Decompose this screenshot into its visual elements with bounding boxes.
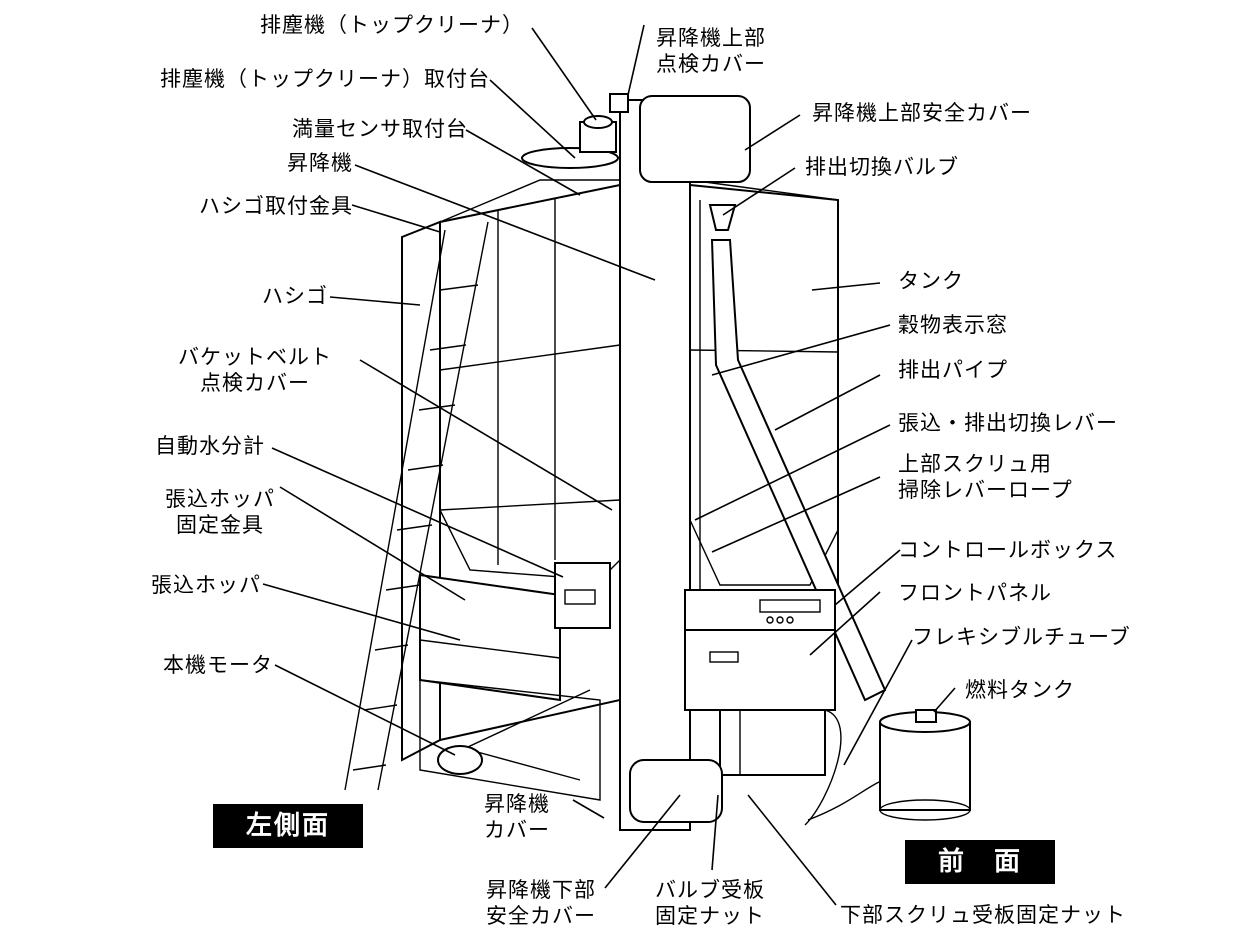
top-cleaner-shape — [521, 115, 619, 169]
label-flexible-tube: フレキシブルチューブ — [912, 625, 1131, 649]
tag-front: 前 面 — [905, 840, 1055, 884]
label-front-panel: フロントパネル — [898, 581, 1052, 605]
tag-left-side: 左側面 — [213, 804, 363, 848]
label-elevator-cover: 昇降機 カバー — [484, 791, 550, 843]
label-tank: タンク — [898, 269, 964, 293]
control-box-shape — [684, 589, 836, 631]
label-hopper-bracket-line1: 張込ホッパ — [165, 487, 275, 511]
label-hopper-bracket: 張込ホッパ 固定金具 — [140, 486, 300, 538]
label-main-motor: 本機モータ — [163, 653, 273, 677]
label-elevator-bottom-cover-line1: 昇降機下部 — [486, 878, 596, 902]
label-elevator-cover-line1: 昇降機 — [484, 792, 550, 816]
label-discharge-pipe: 排出パイプ — [898, 358, 1008, 382]
label-fuel-tank: 燃料タンク — [965, 678, 1075, 702]
label-elevator-cover-line2: カバー — [484, 818, 550, 842]
label-hopper: 張込ホッパ — [151, 573, 261, 597]
label-bucket-belt-cover-line2: 点検カバー — [200, 371, 310, 395]
elevator-column — [609, 93, 691, 831]
front-panel-shape — [684, 629, 836, 711]
label-control-box: コントロールボックス — [898, 538, 1118, 562]
label-lever: 張込・排出切換レバー — [898, 411, 1118, 435]
label-elevator-top-cover: 昇降機上部 点検カバー — [656, 25, 766, 77]
label-elevator-bottom-cover-line2: 安全カバー — [486, 904, 596, 928]
elevator-top-safety-cover-shape — [639, 95, 751, 183]
label-bucket-belt-cover: バケットベルト 点検カバー — [140, 344, 370, 396]
label-full-sensor-mount: 満量センサ取付台 — [292, 117, 468, 141]
label-top-cleaner-mount: 排塵機（トップクリーナ）取付台 — [160, 67, 490, 91]
label-screw-rope-line1: 上部スクリュ用 — [898, 452, 1052, 476]
burner-unit — [719, 709, 826, 776]
label-elevator: 昇降機 — [287, 151, 353, 175]
label-valve-nut-line2: 固定ナット — [655, 904, 765, 928]
moisture-meter-shape — [554, 562, 611, 629]
label-bucket-belt-cover-line1: バケットベルト — [178, 345, 332, 369]
label-elevator-top-safety-cover: 昇降機上部安全カバー — [812, 101, 1032, 125]
leader-lines — [262, 24, 956, 906]
ladder-shape — [344, 221, 489, 791]
label-moisture-meter: 自動水分計 — [155, 434, 265, 458]
label-screw-rope-line2: 掃除レバーロープ — [898, 478, 1073, 502]
label-screw-rope: 上部スクリュ用 掃除レバーロープ — [898, 451, 1073, 503]
label-hopper-bracket-line2: 固定金具 — [176, 513, 264, 537]
label-ladder-bracket: ハシゴ取付金具 — [199, 194, 353, 218]
label-ladder: ハシゴ — [262, 284, 328, 308]
label-elevator-bottom-cover: 昇降機下部 安全カバー — [486, 877, 596, 929]
label-elevator-top-cover-line1: 昇降機上部 — [656, 26, 766, 50]
fuel-tank-shape — [879, 709, 971, 821]
label-valve-nut: バルブ受板 固定ナット — [655, 877, 765, 929]
label-elevator-top-cover-line2: 点検カバー — [656, 52, 766, 76]
label-screw-nut: 下部スクリュ受板固定ナット — [840, 903, 1126, 927]
label-valve-nut-line1: バルブ受板 — [655, 878, 765, 902]
elevator-bottom-cover-shape — [629, 759, 723, 823]
label-grain-window: 穀物表示窓 — [898, 313, 1008, 337]
label-top-cleaner: 排塵機（トップクリーナ） — [260, 13, 524, 37]
label-discharge-valve: 排出切換バルブ — [805, 155, 959, 179]
